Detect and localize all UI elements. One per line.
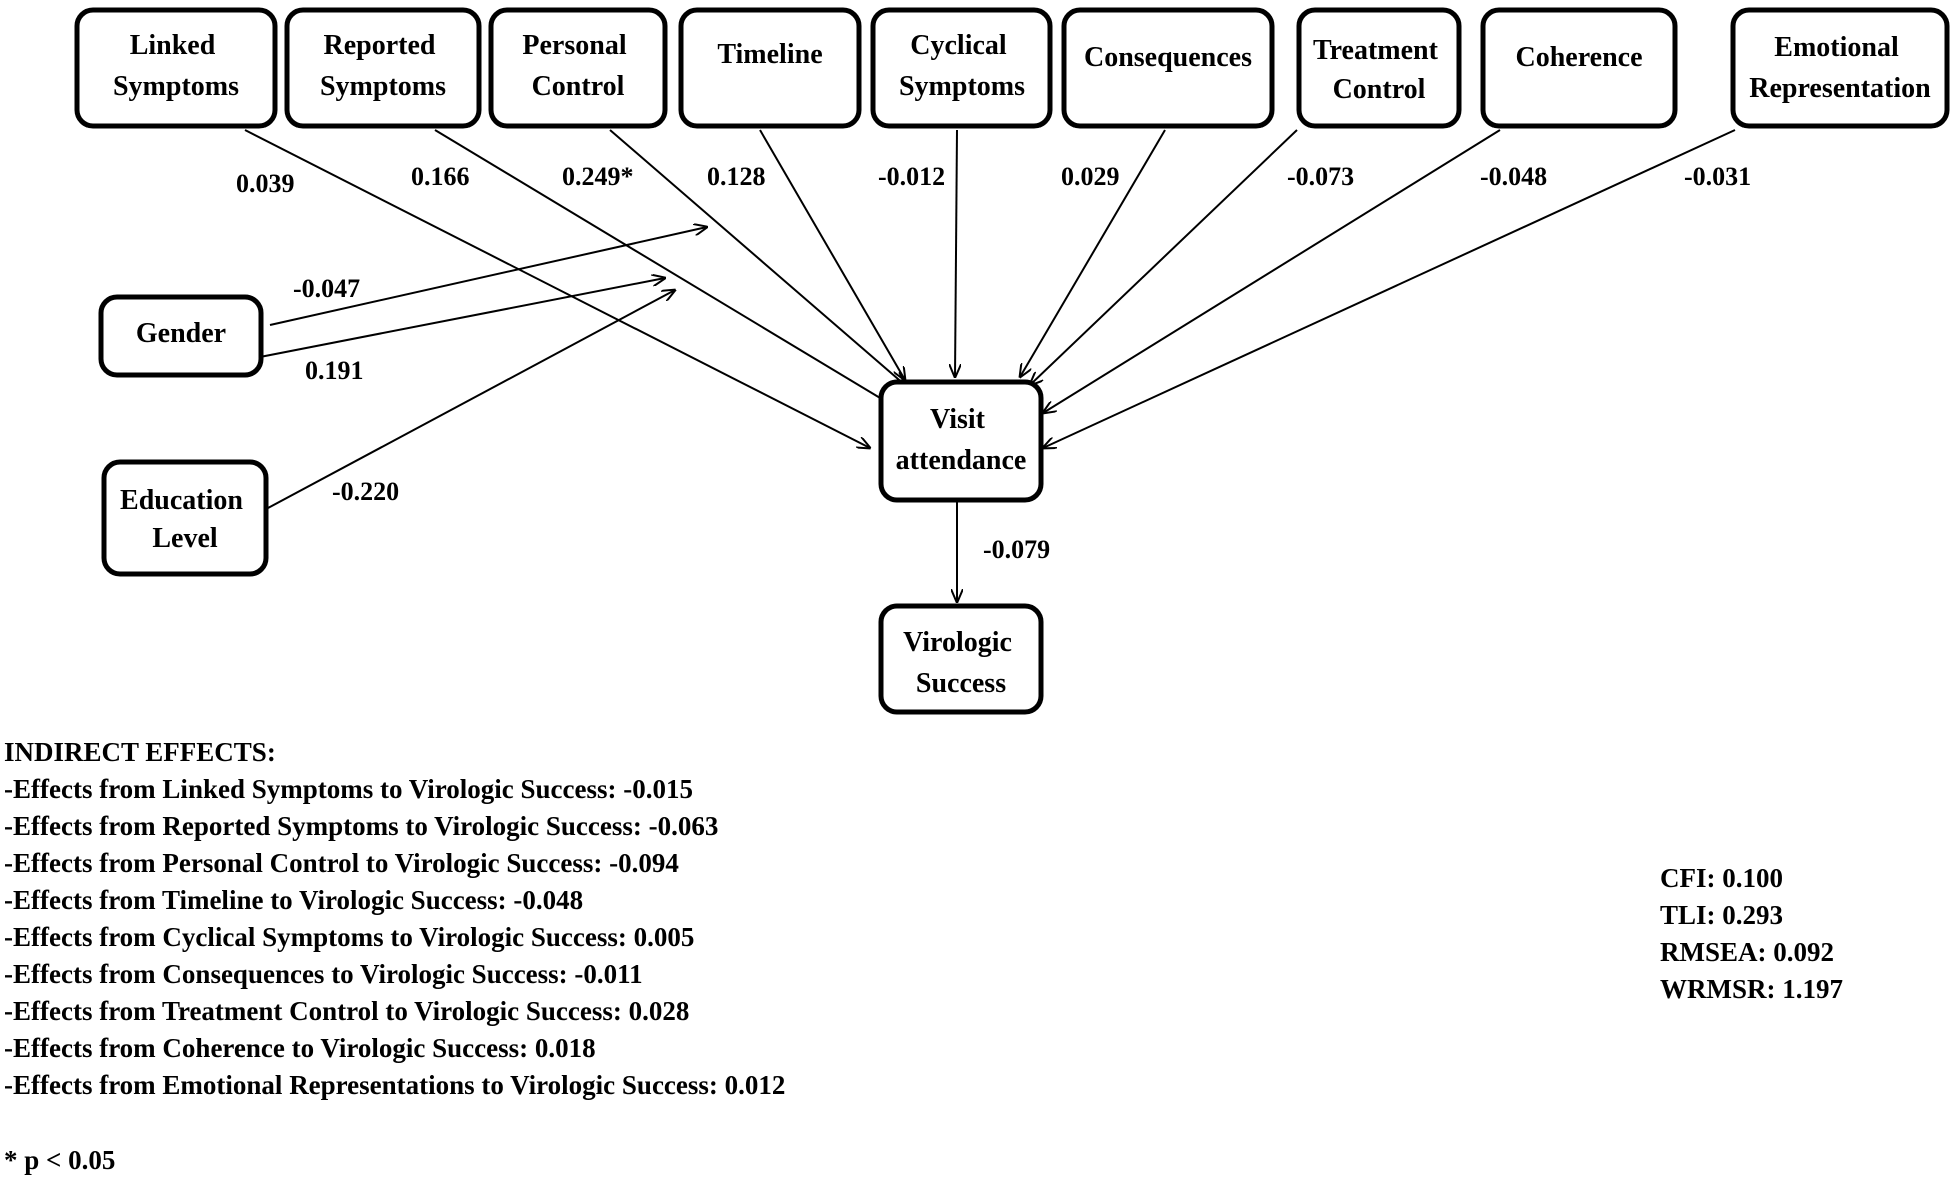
node-label-line: Consequences bbox=[1084, 42, 1252, 73]
node-coherence: Coherence bbox=[1480, 7, 1678, 129]
node-label-line: Control bbox=[532, 71, 625, 102]
indirect-effect-line: -Effects from Emotional Representations … bbox=[4, 1070, 786, 1100]
svg-text:Emotional Representati: Emotional Representation bbox=[1749, 32, 1931, 104]
node-label-line: Symptoms bbox=[320, 71, 446, 102]
edges bbox=[244, 129, 1736, 602]
coef-cyclical: -0.012 bbox=[878, 162, 945, 191]
indirect-effect-line: -Effects from Cyclical Symptoms to Virol… bbox=[4, 922, 695, 952]
coef-reported: 0.166 bbox=[411, 162, 470, 191]
coef-gender-a: -0.047 bbox=[293, 274, 360, 303]
node-label-line: Cyclical bbox=[910, 30, 1007, 61]
fit-index-cfi: CFI: 0.100 bbox=[1660, 863, 1783, 893]
svg-text:Visit attendance: Visit attendance bbox=[896, 404, 1027, 476]
node-virologic-success: Virologic Success bbox=[878, 603, 1044, 715]
indirect-effect-line: -Effects from Consequences to Virologic … bbox=[4, 959, 643, 989]
node-emotional-representation: Emotional Representation bbox=[1730, 7, 1950, 129]
indirect-effect-line: -Effects from Linked Symptoms to Virolog… bbox=[4, 774, 693, 804]
edge-treatment-to-visit bbox=[1030, 129, 1298, 385]
node-label-line: Gender bbox=[136, 318, 226, 349]
indirect-effect-line: -Effects from Coherence to Virologic Suc… bbox=[4, 1033, 596, 1063]
node-label-line: Treatment bbox=[1313, 35, 1439, 66]
svg-text:Reported Symptoms: Reported Symptoms bbox=[320, 30, 446, 102]
svg-text:Linked Symptoms: Linked Symptoms bbox=[113, 30, 239, 102]
node-consequences: Consequences bbox=[1061, 7, 1275, 129]
indirect-effect-line: -Effects from Reported Symptoms to Virol… bbox=[4, 811, 719, 841]
edge-personal-to-visit bbox=[609, 129, 905, 385]
svg-text:Education Level: Education Level bbox=[120, 485, 250, 554]
node-label-line: Symptoms bbox=[113, 71, 239, 102]
coef-emotional: -0.031 bbox=[1684, 162, 1751, 191]
edge-cyclical-to-visit bbox=[955, 129, 957, 377]
edge-linked-to-visit bbox=[244, 129, 870, 448]
fit-index-tli: TLI: 0.293 bbox=[1660, 900, 1784, 930]
node-label-line: Level bbox=[152, 523, 218, 554]
svg-text:Personal Control: Personal Control bbox=[522, 30, 633, 102]
node-label-line: Virologic bbox=[903, 627, 1012, 658]
edge-emotional-to-visit bbox=[1043, 129, 1736, 448]
node-timeline: Timeline bbox=[678, 7, 862, 129]
edge-consequences-to-visit bbox=[1020, 129, 1166, 377]
coef-gender-b: 0.191 bbox=[305, 356, 364, 385]
nodes: Linked Symptoms Reported Symptoms Person… bbox=[74, 7, 1950, 715]
node-label-line: Timeline bbox=[717, 39, 822, 70]
coef-timeline: 0.128 bbox=[707, 162, 766, 191]
fit-indices: CFI: 0.100 TLI: 0.293 RMSEA: 0.092 WRMSR… bbox=[1660, 860, 1843, 1008]
node-label-line: Reported bbox=[324, 30, 436, 61]
coef-treatment: -0.073 bbox=[1287, 162, 1354, 191]
svg-text:Coherence: Coherence bbox=[1516, 42, 1643, 73]
coefficients: 0.039 0.166 0.249* 0.128 -0.012 0.029 -0… bbox=[236, 162, 1751, 564]
coef-visit-virologic: -0.079 bbox=[983, 535, 1050, 564]
edge-coherence-to-visit bbox=[1043, 129, 1501, 413]
indirect-effect-line: -Effects from Timeline to Virologic Succ… bbox=[4, 885, 584, 915]
node-label-line: Visit bbox=[930, 404, 986, 435]
edge-education bbox=[267, 290, 675, 509]
indirect-effect-line: -Effects from Treatment Control to Virol… bbox=[4, 996, 690, 1026]
svg-text:Gender: Gender bbox=[136, 318, 226, 349]
node-reported-symptoms: Reported Symptoms bbox=[284, 7, 482, 129]
node-label-line: Linked bbox=[130, 30, 216, 61]
node-personal-control: Personal Control bbox=[488, 7, 668, 129]
edge-timeline-to-visit bbox=[759, 129, 905, 380]
coef-education: -0.220 bbox=[332, 477, 399, 506]
node-label-line: Success bbox=[916, 668, 1006, 699]
indirect-effects: INDIRECT EFFECTS: -Effects from Linked S… bbox=[4, 734, 785, 1104]
node-cyclical-symptoms: Cyclical Symptoms bbox=[870, 7, 1053, 129]
edge-reported-to-visit bbox=[434, 129, 905, 413]
coef-personal: 0.249* bbox=[562, 162, 634, 191]
coef-consequences: 0.029 bbox=[1061, 162, 1120, 191]
node-label-line: attendance bbox=[896, 445, 1027, 476]
node-label-line: Representation bbox=[1749, 73, 1931, 104]
indirect-effects-title: INDIRECT EFFECTS: bbox=[4, 737, 276, 767]
indirect-effect-line: -Effects from Personal Control to Virolo… bbox=[4, 848, 679, 878]
svg-text:Cyclical Symptoms: Cyclical Symptoms bbox=[899, 30, 1025, 102]
node-label-line: Control bbox=[1333, 74, 1426, 105]
node-label-line: Education bbox=[120, 485, 243, 516]
significance-footnote: * p < 0.05 bbox=[4, 1145, 116, 1175]
node-label-line: Personal bbox=[522, 30, 626, 61]
svg-text:Treatment Control: Treatment Control bbox=[1313, 35, 1445, 105]
node-label-line: Emotional bbox=[1774, 32, 1899, 63]
node-label-line: Symptoms bbox=[899, 71, 1025, 102]
svg-text:Timeline: Timeline bbox=[717, 39, 822, 70]
node-linked-symptoms: Linked Symptoms bbox=[74, 7, 278, 129]
node-education-level: Education Level bbox=[101, 459, 269, 577]
coef-linked: 0.039 bbox=[236, 169, 295, 198]
edge-gender-b bbox=[259, 278, 665, 358]
svg-text:Consequences: Consequences bbox=[1084, 42, 1252, 73]
node-label-line: Coherence bbox=[1516, 42, 1643, 73]
node-treatment-control: Treatment Control bbox=[1296, 7, 1462, 129]
coef-coherence: -0.048 bbox=[1480, 162, 1547, 191]
svg-text:Virologic Success: Virologic Success bbox=[903, 627, 1019, 699]
fit-index-wrmsr: WRMSR: 1.197 bbox=[1660, 974, 1843, 1004]
edge-gender-a bbox=[269, 227, 707, 326]
node-gender: Gender bbox=[98, 294, 264, 378]
fit-index-rmsea: RMSEA: 0.092 bbox=[1660, 937, 1834, 967]
node-visit-attendance: Visit attendance bbox=[878, 379, 1044, 503]
